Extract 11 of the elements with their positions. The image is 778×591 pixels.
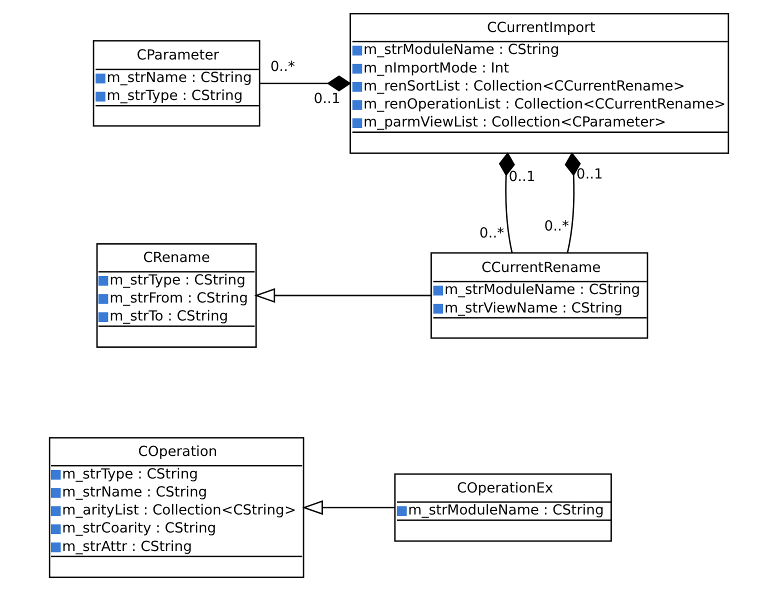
label: 0..* <box>479 225 504 242</box>
label: 0..1 <box>314 90 340 107</box>
connector <box>498 152 515 254</box>
label: 0..1 <box>576 166 603 182</box>
connector <box>260 75 352 92</box>
label: 0..1 <box>508 168 536 185</box>
arrow <box>254 288 431 303</box>
arrow <box>302 500 395 515</box>
label: 0..* <box>270 58 296 75</box>
label: 0..* <box>544 218 569 235</box>
connector <box>564 152 581 254</box>
